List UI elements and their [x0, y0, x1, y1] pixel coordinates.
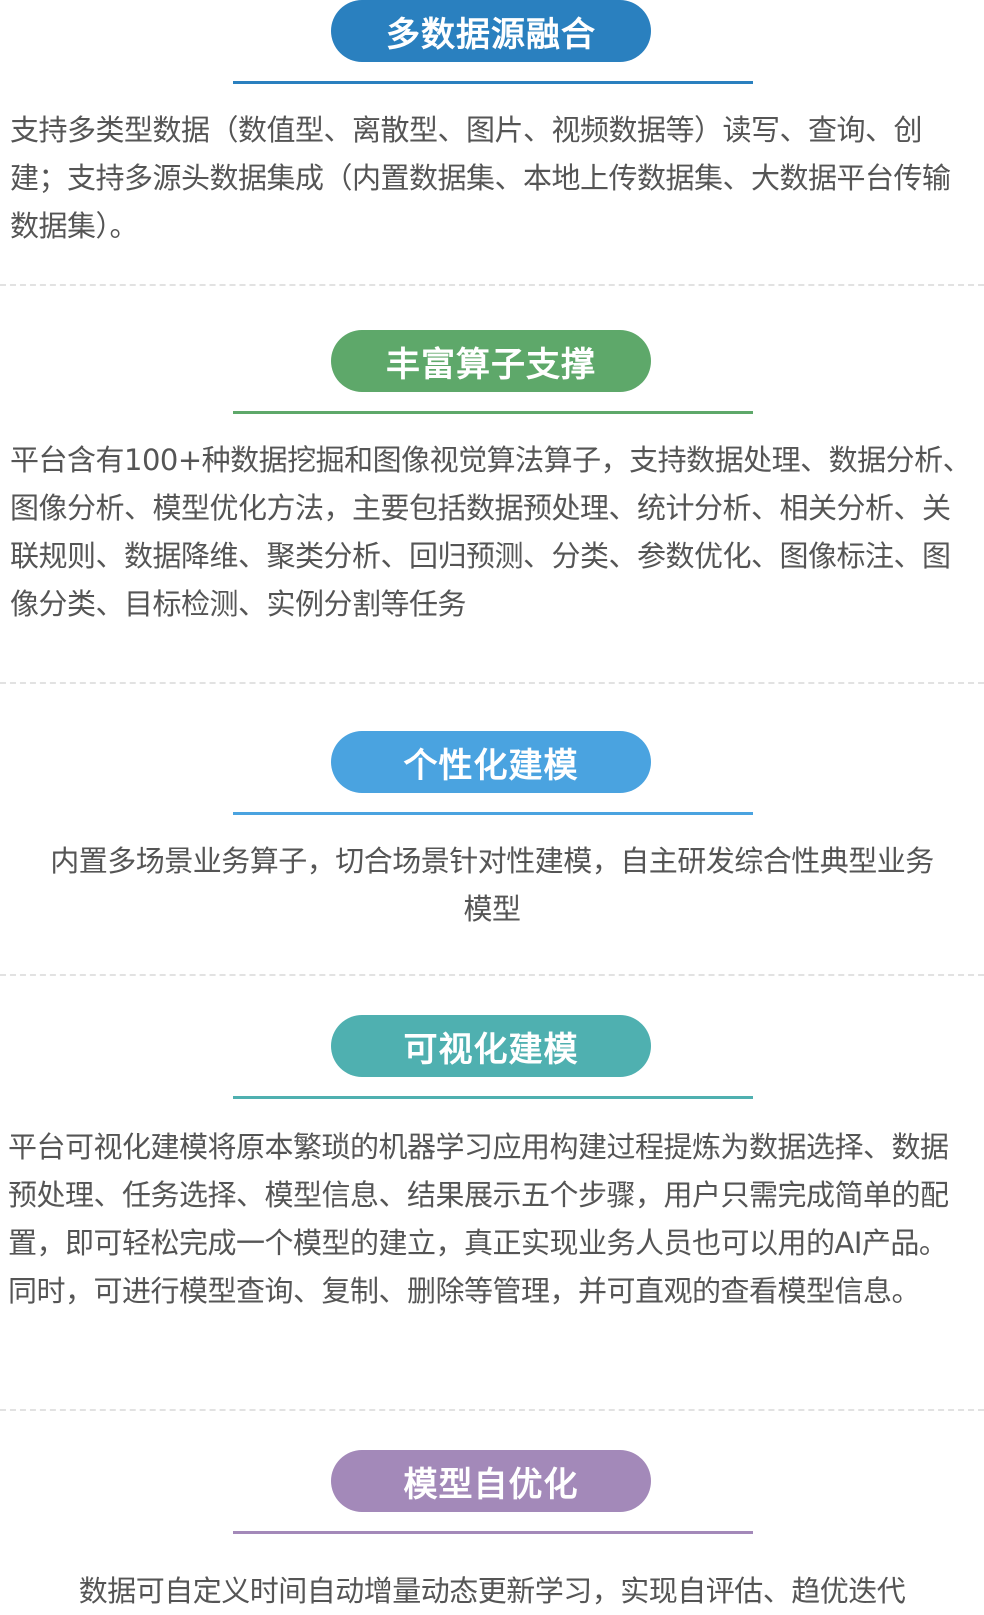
section-description: 平台含有100+种数据挖掘和图像视觉算法算子，支持数据处理、数据分析、图像分析、…	[10, 443, 972, 621]
title-underline	[233, 1096, 753, 1099]
section-title-badge: 可视化建模	[331, 1015, 651, 1077]
section-description: 支持多类型数据（数值型、离散型、图片、视频数据等）读写、查询、创建；支持多源头数…	[10, 113, 951, 243]
section-divider	[0, 1409, 984, 1411]
section-divider	[0, 284, 984, 286]
section-title-badge: 多数据源融合	[331, 0, 651, 62]
title-underline	[233, 1531, 753, 1534]
section-description: 平台可视化建模将原本繁琐的机器学习应用构建过程提炼为数据选择、数据预处理、任务选…	[8, 1130, 949, 1308]
section-divider	[0, 974, 984, 976]
section-title-badge: 个性化建模	[331, 731, 651, 793]
section-title-badge: 模型自优化	[331, 1450, 651, 1512]
title-underline	[233, 411, 753, 414]
section-description: 内置多场景业务算子，切合场景针对性建模，自主研发综合性典型业务模型	[50, 844, 934, 926]
section-title-badge: 丰富算子支撑	[331, 330, 651, 392]
title-underline	[233, 812, 753, 815]
section-divider	[0, 682, 984, 684]
section-description: 数据可自定义时间自动增量动态更新学习，实现自评估、趋优迭代	[78, 1574, 906, 1608]
title-underline	[233, 81, 753, 84]
